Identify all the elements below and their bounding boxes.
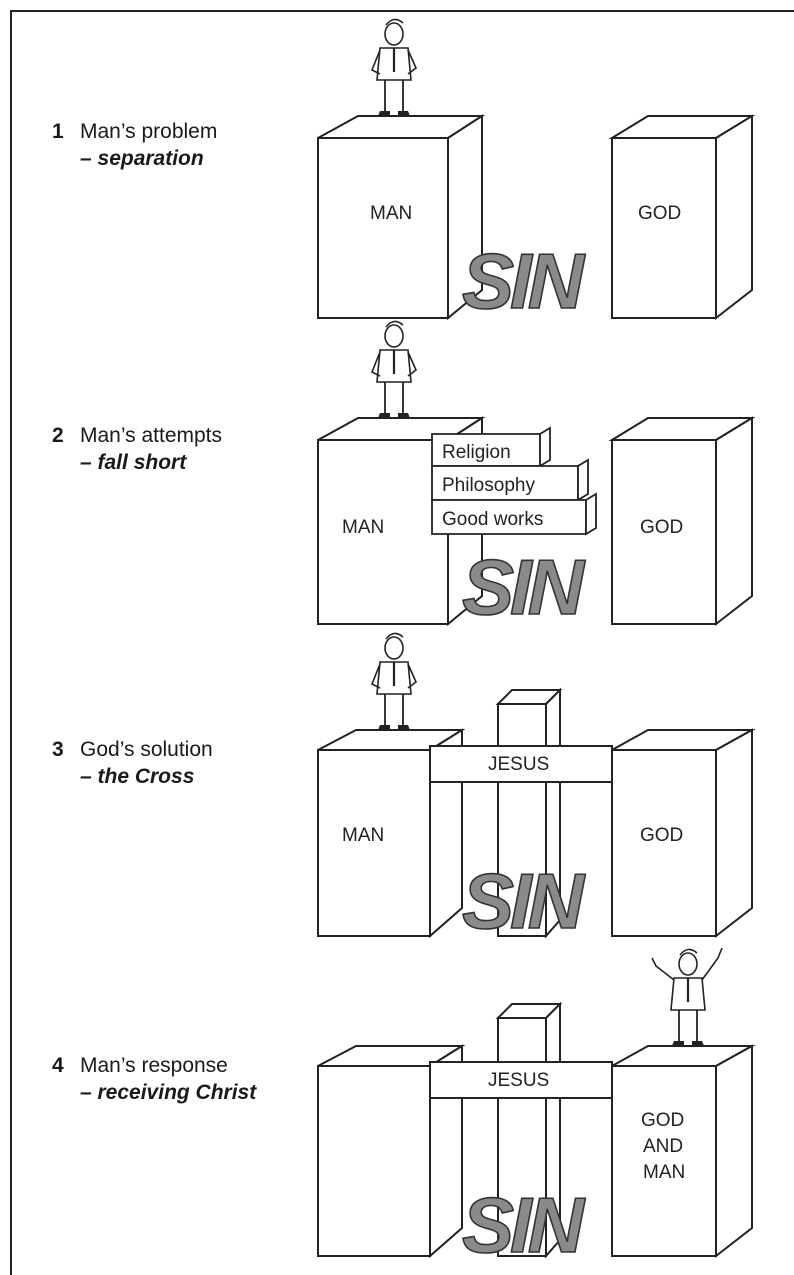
man-figure-icon: [370, 320, 418, 420]
diagram-frame: [10, 10, 794, 1275]
jesus-label: JESUS: [488, 754, 549, 775]
step-4-title: Man’s response: [80, 1054, 228, 1077]
step-3-subtitle: – the Cross: [80, 765, 195, 788]
god-block-label: GOD: [638, 203, 681, 224]
sin-gap-text: SIN: [462, 857, 586, 945]
religion-label: Religion: [442, 442, 511, 463]
god-and-man-line-2: AND: [643, 1136, 683, 1157]
religion-step-side: [539, 426, 551, 468]
god-block-side: [715, 416, 753, 627]
left-block-front: [317, 1065, 431, 1257]
man-block-label: MAN: [370, 203, 412, 224]
man-block-front: [317, 137, 449, 319]
good-works-step-side: [585, 492, 597, 536]
cross-beam: [429, 1061, 613, 1099]
sin-gap-text: SIN: [462, 1181, 586, 1269]
step-2-number: 2: [52, 424, 64, 447]
god-block-label: GOD: [640, 825, 683, 846]
man-figure-icon: [370, 18, 418, 118]
man-block-label: MAN: [342, 517, 384, 538]
god-and-man-line-1: GOD: [641, 1110, 684, 1131]
step-1-number: 1: [52, 120, 64, 143]
step-3-diagram: MAN GOD JESUS SIN: [317, 632, 756, 946]
god-and-man-block-front: [611, 1065, 717, 1257]
sin-gap-text: SIN: [462, 543, 586, 631]
man-figure-icon: [370, 632, 418, 732]
philosophy-label: Philosophy: [442, 475, 535, 496]
step-4-diagram: GOD AND MAN JESUS SIN: [317, 946, 756, 1269]
god-block-label: GOD: [640, 517, 683, 538]
step-1-diagram: MAN GOD SIN: [317, 18, 756, 326]
step-2-diagram: MAN GOD Religion Philosophy Good works S…: [317, 320, 756, 632]
step-2-subtitle: – fall short: [80, 451, 187, 474]
step-1-subtitle: – separation: [80, 147, 204, 170]
step-4-subtitle: – receiving Christ: [80, 1081, 257, 1104]
man-figure-rejoicing-icon: [650, 946, 724, 1048]
step-2-title: Man’s attempts: [80, 424, 223, 447]
man-block-label: MAN: [342, 825, 384, 846]
god-block-front: [611, 137, 717, 319]
step-3-number: 3: [52, 738, 64, 761]
god-block-side: [715, 728, 753, 939]
step-3-title: God’s solution: [80, 738, 213, 761]
god-block-side: [715, 114, 753, 321]
philosophy-step-side: [577, 458, 589, 502]
cross-beam: [429, 745, 613, 783]
man-block-side: [447, 114, 483, 321]
god-and-man-block-side: [715, 1044, 753, 1259]
jesus-label: JESUS: [488, 1070, 549, 1091]
good-works-label: Good works: [442, 509, 543, 530]
god-and-man-line-3: MAN: [643, 1162, 685, 1183]
step-1-title: Man’s problem: [80, 120, 218, 143]
sin-gap-text: SIN: [462, 237, 586, 325]
step-4-number: 4: [52, 1054, 64, 1077]
